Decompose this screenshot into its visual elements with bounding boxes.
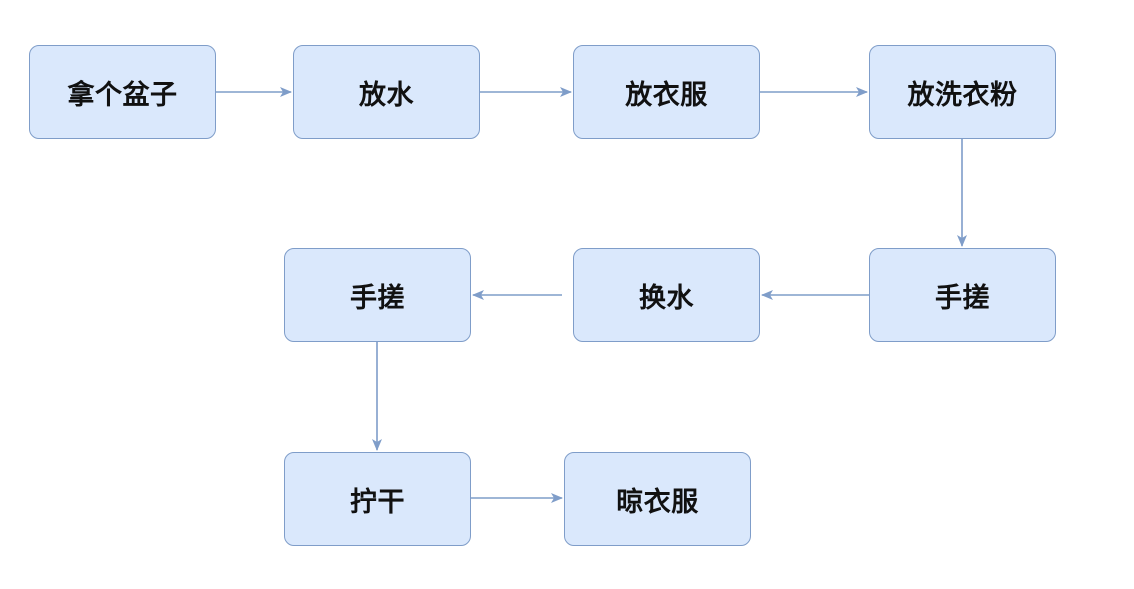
node-label: 手搓 <box>935 282 990 314</box>
node-label: 放衣服 <box>625 79 708 111</box>
node-label: 晾衣服 <box>616 486 699 518</box>
node-label: 拿个盆子 <box>67 79 178 111</box>
node-add-detergent: 放洗衣粉 <box>869 45 1056 139</box>
node-take-basin: 拿个盆子 <box>29 45 216 139</box>
node-label: 放水 <box>359 79 414 111</box>
node-label: 换水 <box>639 282 694 314</box>
node-label: 拧干 <box>350 486 405 518</box>
node-add-water: 放水 <box>293 45 480 139</box>
node-hand-scrub-1: 手搓 <box>869 248 1056 342</box>
node-hang-clothes: 晾衣服 <box>564 452 751 546</box>
node-label: 放洗衣粉 <box>907 79 1018 111</box>
node-add-clothes: 放衣服 <box>573 45 760 139</box>
node-change-water: 换水 <box>573 248 760 342</box>
node-wring-dry: 拧干 <box>284 452 471 546</box>
node-label: 手搓 <box>350 282 405 314</box>
node-hand-scrub-2: 手搓 <box>284 248 471 342</box>
